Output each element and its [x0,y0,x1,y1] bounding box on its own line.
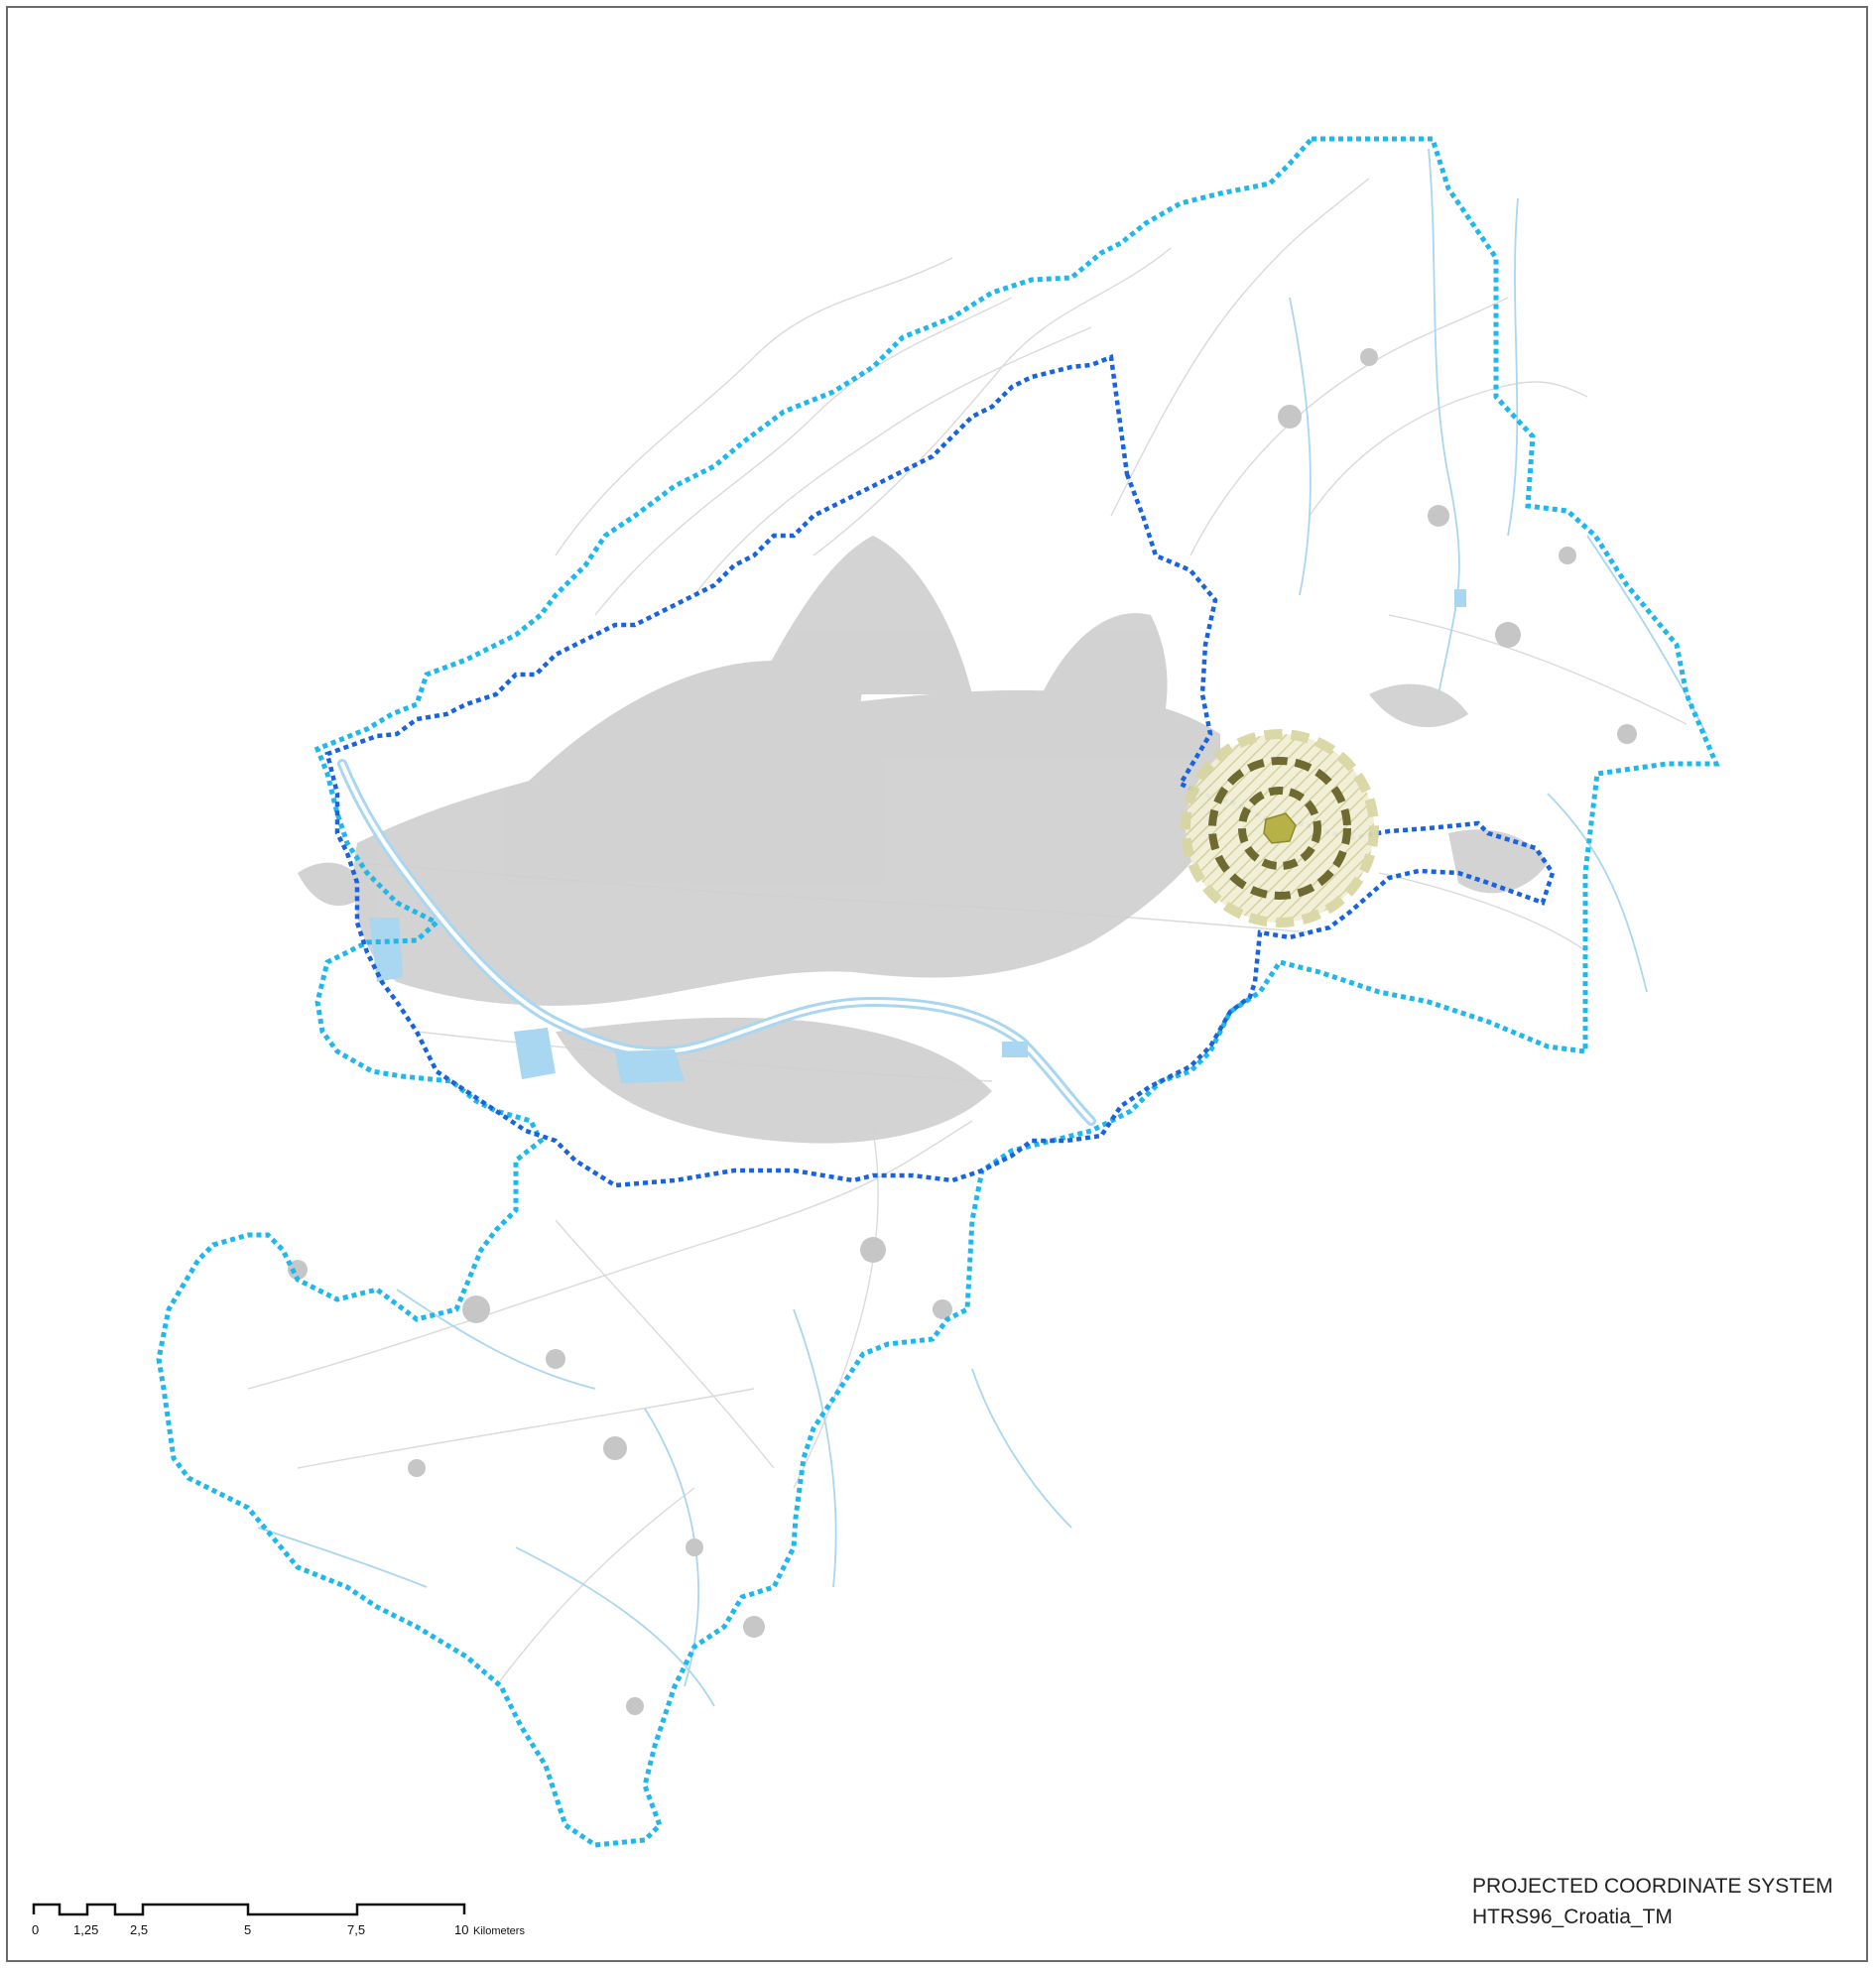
scale-bar-line [32,1903,466,1916]
settlement-scatter [288,348,1637,1715]
scale-tick-5: 10 [454,1922,468,1937]
inner-boundary-line [324,353,1556,1188]
coordinate-system-note: PROJECTED COORDINATE SYSTEM HTRS96_Croat… [1472,1871,1833,1932]
scale-tick-2: 2,5 [130,1922,148,1937]
scale-tick-3: 5 [244,1922,251,1937]
lakes [369,589,1466,1083]
streams [257,148,1707,1707]
map-frame [6,6,1868,1962]
scale-tick-4: 7,5 [347,1922,365,1937]
crs-name: HTRS96_Croatia_TM [1472,1906,1673,1928]
scale-bar: 0 1,25 2,5 5 7,5 10 Kilometers [32,1903,525,1937]
scale-unit-label: Kilometers [473,1925,525,1937]
outer-boundary-line [156,136,1720,1848]
scale-tick-1: 1,25 [73,1922,98,1937]
river-sava [337,759,1096,1126]
crs-title: PROJECTED COORDINATE SYSTEM [1472,1875,1833,1898]
site-marker [1263,812,1297,844]
scale-tick-0: 0 [32,1922,39,1937]
